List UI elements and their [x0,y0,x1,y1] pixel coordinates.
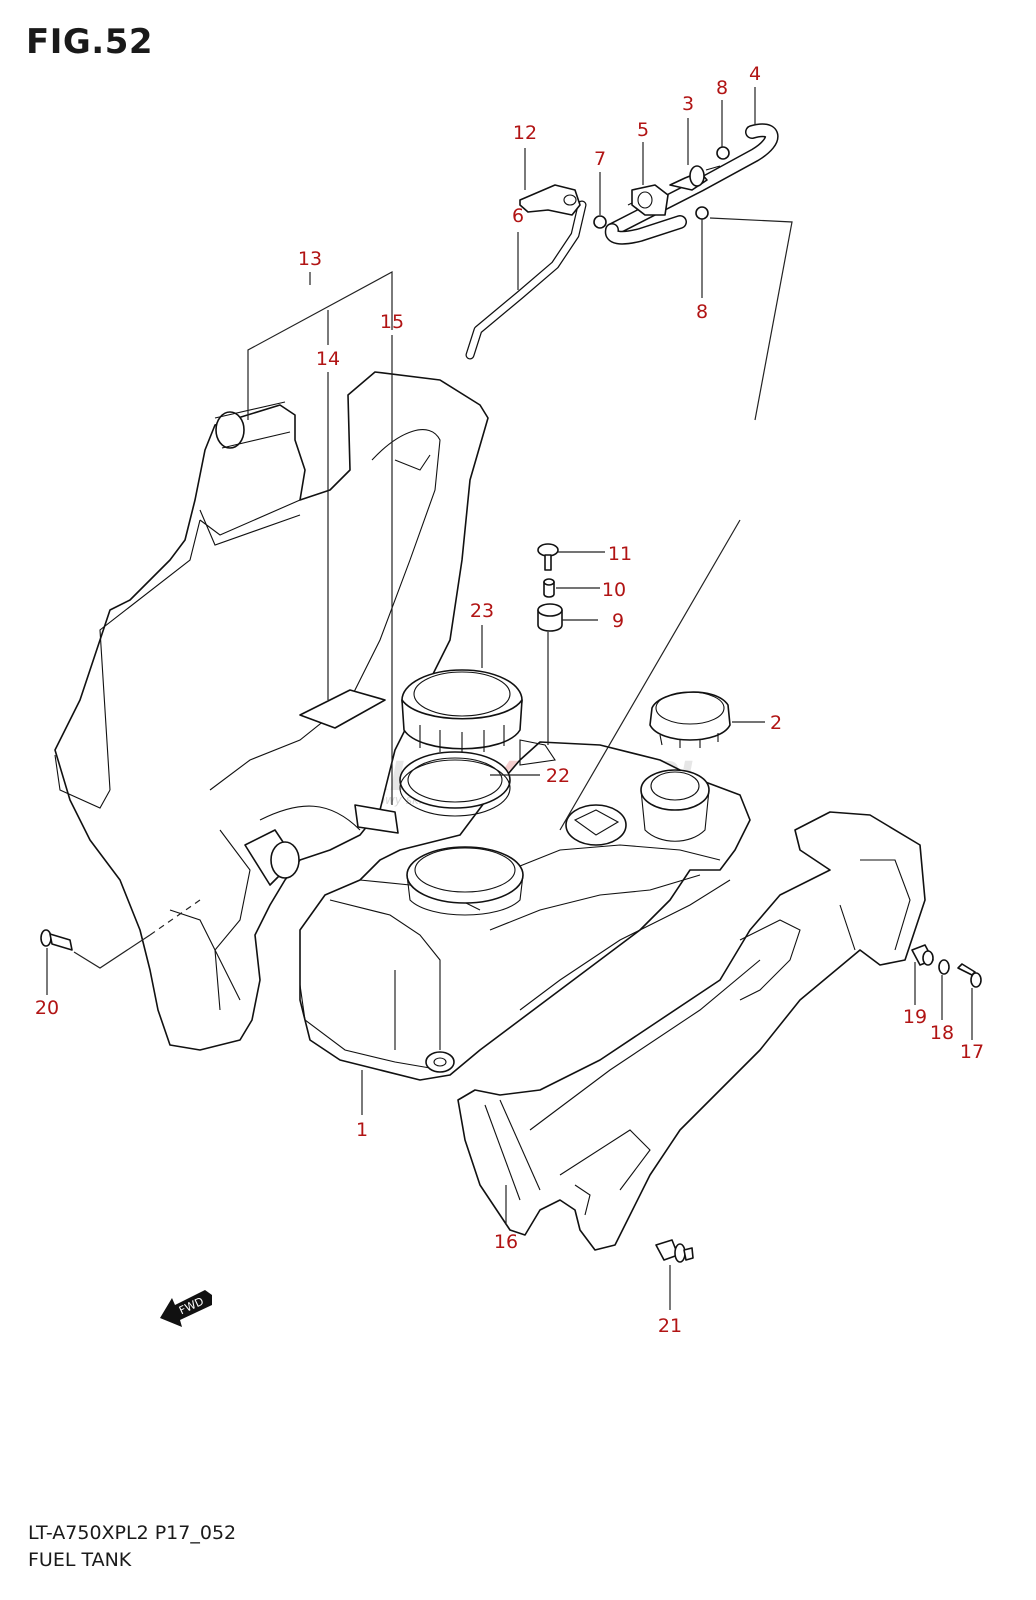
left-tank-cover [54,371,489,1051]
callout-11[interactable]: 11 [608,543,632,565]
valve-3 [669,165,721,191]
hose-clamp-8-upper [716,146,730,160]
callout-7[interactable]: 7 [594,148,606,170]
callout-15[interactable]: 15 [380,311,404,333]
callout-21[interactable]: 21 [658,1315,682,1337]
hose-clamp-7 [593,215,607,229]
figure-title: FIG.52 [26,22,154,62]
hose-joint-5 [627,184,669,216]
callout-18[interactable]: 18 [930,1022,954,1044]
hose-holder-12 [519,184,581,216]
section-name: FUEL TANK [28,1549,132,1571]
bolt-11 [537,543,559,571]
cushion-9 [537,603,563,632]
callout-labels: 1 2 3 4 5 6 7 8 8 9 10 11 12 13 14 15 16… [35,63,984,1337]
callout-6[interactable]: 6 [512,205,524,227]
bolt-20 [40,929,73,951]
right-tank-cover [457,811,926,1251]
callout-23[interactable]: 23 [470,600,494,622]
cover-cushion-block [354,804,399,834]
spacer-10 [543,578,555,598]
callout-2[interactable]: 2 [770,712,782,734]
hose-4 [604,123,779,245]
callout-4[interactable]: 4 [749,63,761,85]
cover-cushion [299,689,386,729]
washer-18 [938,959,950,975]
fuel-pump-ring [401,669,523,753]
callout-14[interactable]: 14 [316,348,340,370]
callout-8-lower[interactable]: 8 [696,301,708,323]
fwd-direction-badge: FWD [160,1290,212,1327]
callout-13[interactable]: 13 [298,248,322,270]
callout-22[interactable]: 22 [546,765,570,787]
model-code: LT-A750XPL2 P17_052 [28,1522,237,1544]
callout-10[interactable]: 10 [602,579,626,601]
leader-lines [46,87,973,1310]
callout-12[interactable]: 12 [513,122,537,144]
fuel-cap [649,691,731,748]
callout-16[interactable]: 16 [494,1231,518,1253]
callout-5[interactable]: 5 [637,119,649,141]
clamps [593,146,730,229]
callout-8-upper[interactable]: 8 [716,77,728,99]
callout-1[interactable]: 1 [356,1119,368,1141]
callout-17[interactable]: 17 [960,1041,984,1063]
fuel-tank [299,739,751,1081]
callout-9[interactable]: 9 [612,610,624,632]
callout-19[interactable]: 19 [903,1006,927,1028]
breather-hose-6 [465,200,587,360]
callout-3[interactable]: 3 [682,93,694,115]
arrow-down-left-icon [160,1290,212,1327]
callout-20[interactable]: 20 [35,997,59,1019]
gasket [399,751,511,817]
clip-21 [655,1239,694,1263]
hose-clamp-8-lower [695,206,709,220]
screw-17 [957,963,982,988]
collar-19 [911,944,934,966]
